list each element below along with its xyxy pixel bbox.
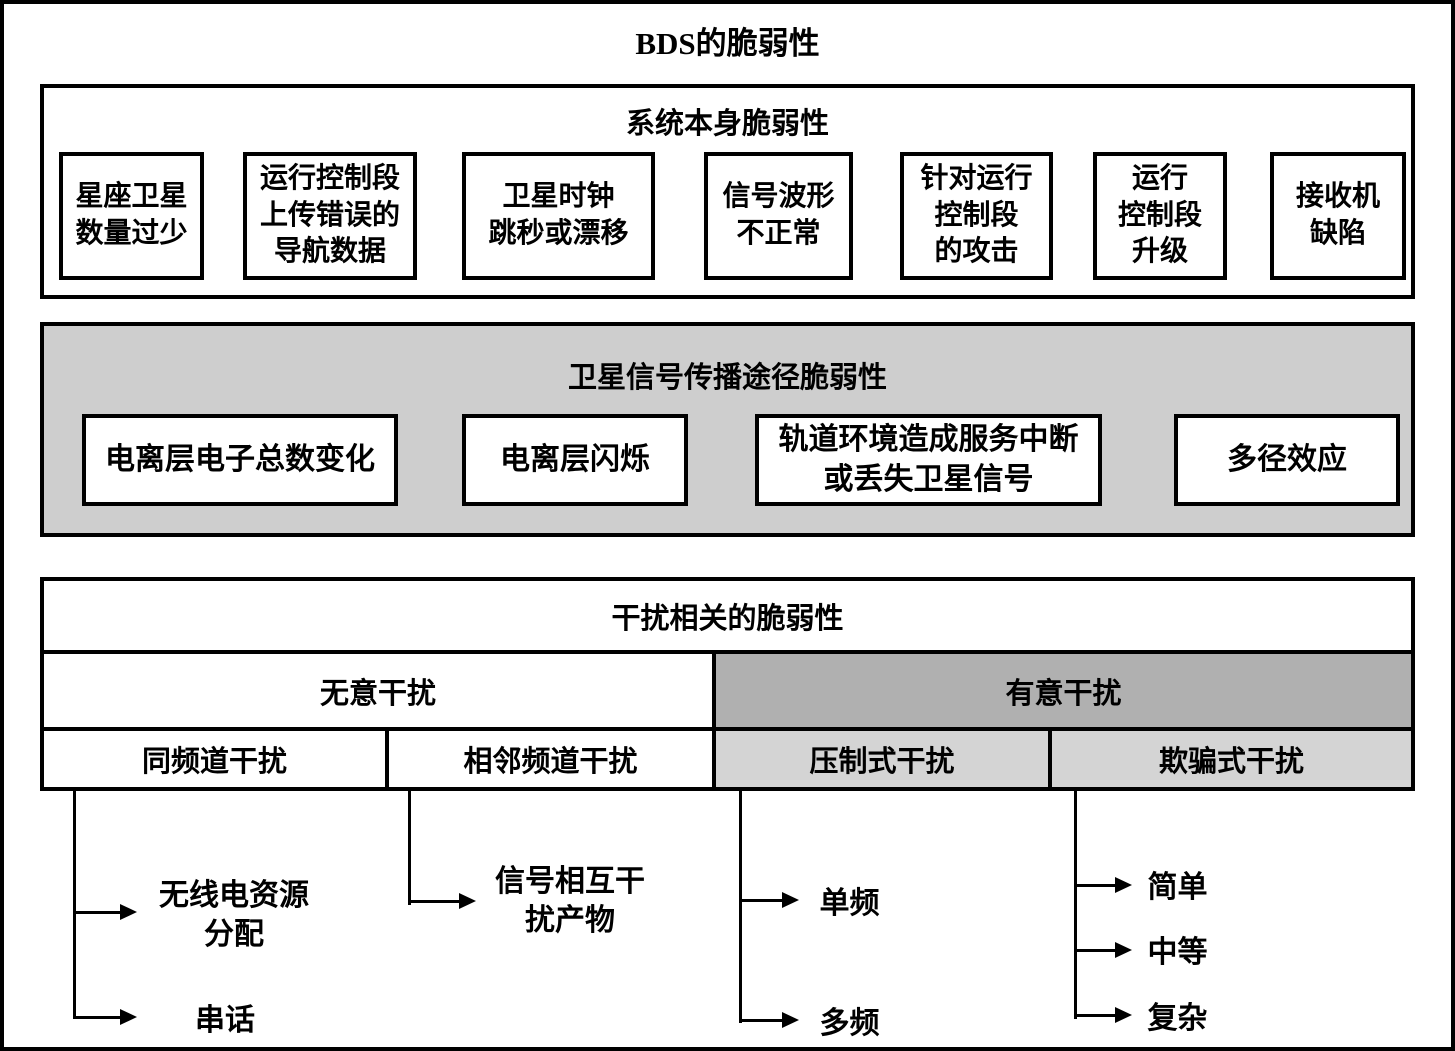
box-ionospheric-scintillation: 电离层闪烁 xyxy=(462,414,688,506)
box-abnormal-signal-waveform: 信号波形 不正常 xyxy=(704,152,853,280)
cell-spoofing-jamming: 欺骗式干扰 xyxy=(1048,731,1411,787)
interference-subtype-row: 同频道干扰 相邻频道干扰 压制式干扰 欺骗式干扰 xyxy=(44,731,1411,787)
cell-suppressive-jamming: 压制式干扰 xyxy=(712,731,1048,787)
box-receiver-defect: 接收机 缺陷 xyxy=(1270,152,1406,280)
leaf-radio-resource-allocation: 无线电资源 分配 xyxy=(159,879,309,951)
arrow-crosstalk xyxy=(75,1009,137,1025)
section-interference-title: 干扰相关的脆弱性 xyxy=(44,581,1411,654)
arrow-complex xyxy=(1076,1007,1132,1023)
leaf-single-frequency: 单频 xyxy=(819,887,880,920)
box-attack-on-operational-control-segment: 针对运行 控制段 的攻击 xyxy=(900,152,1053,280)
box-wrong-nav-data-upload: 运行控制段 上传错误的 导航数据 xyxy=(243,152,417,280)
box-orbital-environment-service-interruption: 轨道环境造成服务中断 或丢失卫星信号 xyxy=(755,414,1102,506)
box-ionospheric-tec-change: 电离层电子总数变化 xyxy=(82,414,398,506)
section-propagation-vulnerability: 卫星信号传播途径脆弱性 电离层电子总数变化 电离层闪烁 轨道环境造成服务中断 或… xyxy=(40,322,1415,537)
cell-unintentional-interference: 无意干扰 xyxy=(44,654,712,727)
arrow-multi-frequency xyxy=(741,1012,799,1028)
section-system-title: 系统本身脆弱性 xyxy=(625,108,829,140)
connector-line-suppressive xyxy=(739,789,742,1023)
leaf-multi-frequency: 多频 xyxy=(819,1007,880,1040)
arrow-intermodulation-products xyxy=(410,893,476,909)
arrow-single-frequency xyxy=(741,892,799,908)
arrow-radio-resource-allocation xyxy=(75,904,137,920)
box-multipath-effect: 多径效应 xyxy=(1174,414,1400,506)
leaf-crosstalk: 串话 xyxy=(195,1004,255,1037)
leaf-medium: 中等 xyxy=(1147,936,1208,969)
section-interference-vulnerability: 干扰相关的脆弱性 无意干扰 有意干扰 同频道干扰 相邻频道干扰 压制式干扰 欺骗… xyxy=(40,577,1415,791)
diagram-title: BDS的脆弱性 xyxy=(635,26,820,61)
leaf-intermodulation-products: 信号相互干 扰产物 xyxy=(495,865,645,937)
leaf-simple: 简单 xyxy=(1147,871,1208,904)
box-few-constellation-satellites: 星座卫星 数量过少 xyxy=(59,152,204,280)
connector-line-spoofing xyxy=(1074,789,1077,1019)
arrow-simple xyxy=(1076,877,1132,893)
cell-intentional-interference: 有意干扰 xyxy=(712,654,1411,727)
connector-line-adjacent-channel xyxy=(408,789,411,905)
connector-line-cochannel xyxy=(73,789,76,1019)
section-system-vulnerability: 系统本身脆弱性 星座卫星 数量过少 运行控制段 上传错误的 导航数据 卫星时钟 … xyxy=(40,84,1415,299)
box-operational-control-segment-upgrade: 运行 控制段 升级 xyxy=(1093,152,1227,280)
arrow-medium xyxy=(1076,942,1132,958)
interference-type-row: 无意干扰 有意干扰 xyxy=(44,654,1411,731)
box-satellite-clock-jump-drift: 卫星时钟 跳秒或漂移 xyxy=(462,152,655,280)
leaf-complex: 复杂 xyxy=(1147,1002,1208,1035)
cell-cochannel-interference: 同频道干扰 xyxy=(44,731,385,787)
section-propagation-title: 卫星信号传播途径脆弱性 xyxy=(567,362,887,394)
cell-adjacent-channel-interference: 相邻频道干扰 xyxy=(385,731,712,787)
